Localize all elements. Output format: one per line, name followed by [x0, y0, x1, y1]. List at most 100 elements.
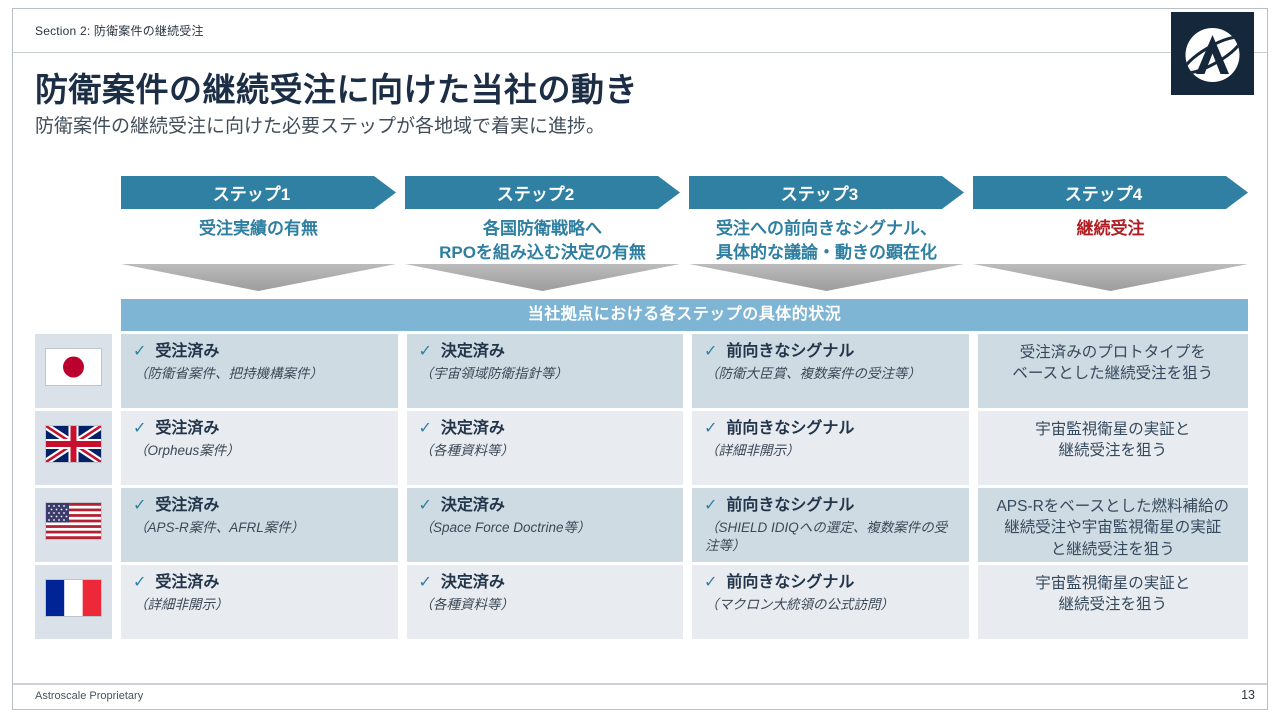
- down-arrows: [121, 264, 1248, 291]
- cell-japan-step2: ✓ 決定済み （宇宙領域防衛指針等）: [406, 334, 683, 408]
- cell-japan-summary: 受注済みのプロトタイプを ベースとした継続受注を狙う: [977, 334, 1248, 408]
- status-detail: （防衛省案件、把持機構案件）: [134, 366, 323, 382]
- check-icon: ✓: [133, 574, 147, 591]
- table-row-japan: ✓受注済み （防衛省案件、把持機構案件） ✓ 決定済み （宇宙領域防衛指針等） ✓…: [35, 334, 1248, 408]
- footer-proprietary-label: Astroscale Proprietary: [35, 690, 144, 702]
- check-icon: ✓: [418, 420, 432, 437]
- page-number: 13: [1241, 688, 1255, 702]
- status-detail: （詳細非開示）: [705, 443, 800, 459]
- slide: Section 2: 防衛案件の継続受注 防衛案件の継続受注に向けた当社の動き …: [12, 8, 1268, 710]
- summary-line: APS-Rをベースとした燃料補給の: [996, 498, 1230, 515]
- cell-france-step2: ✓ 決定済み （各種資料等）: [406, 565, 683, 639]
- status-label: 受注済み: [155, 574, 220, 591]
- cell-us-step1: ✓ 受注済み （APS-R案件、AFRL案件）: [121, 488, 398, 562]
- status-table-header: 当社拠点における各ステップの具体的状況: [121, 299, 1248, 331]
- check-icon: ✓: [418, 343, 432, 360]
- status-label: 受注済み: [155, 497, 220, 514]
- step-3-desc-line2: 具体的な議論・動きの顕在化: [716, 242, 937, 262]
- cell-uk-step3: ✓前向きなシグナル （詳細非開示）: [692, 411, 969, 485]
- status-detail: （宇宙領域防衛指針等）: [419, 366, 569, 382]
- status-detail: （防衛大臣賞、複数案件の受注等）: [705, 366, 921, 382]
- astroscale-logo-icon: [1171, 12, 1254, 95]
- step-2-desc-line1: 各国防衛戦略へ: [483, 219, 602, 238]
- status-detail: （各種資料等）: [419, 597, 515, 613]
- check-icon: ✓: [133, 343, 147, 360]
- check-icon: ✓: [133, 497, 147, 514]
- cell-us-summary: APS-Rをベースとした燃料補給の 継続受注や宇宙監視衛星の実証 と継続受注を狙…: [977, 488, 1248, 562]
- status-label: 受注済み: [155, 420, 220, 437]
- uk-flag-cell: [35, 411, 112, 485]
- check-icon: ✓: [704, 574, 718, 591]
- step-1-arrow: ステップ1: [121, 176, 396, 209]
- status-label: 前向きなシグナル: [726, 497, 855, 514]
- status-label: 決定済み: [440, 574, 505, 591]
- step-3-description: 受注への前向きなシグナル、 具体的な議論・動きの顕在化: [689, 217, 964, 265]
- footer-divider: [13, 683, 1267, 685]
- step-2-desc-line2: RPOを組み込む決定の有無: [439, 242, 646, 262]
- check-icon: ✓: [418, 497, 432, 514]
- step-3: ステップ3 受注への前向きなシグナル、 具体的な議論・動きの顕在化: [689, 176, 964, 265]
- astroscale-logo: [1171, 12, 1254, 95]
- step-1-description: 受注実績の有無: [121, 217, 396, 241]
- status-label: 決定済み: [440, 343, 505, 360]
- step-1: ステップ1 受注実績の有無: [121, 176, 396, 265]
- summary-line: 宇宙監視衛星の実証と: [1035, 575, 1191, 592]
- status-detail: （各種資料等）: [419, 443, 515, 459]
- table-row-us: ✓ 受注済み （APS-R案件、AFRL案件） ✓決定済み （Space Forc…: [35, 488, 1248, 562]
- status-table: ✓受注済み （防衛省案件、把持機構案件） ✓決定済み （宇宙領域防衛指針等） ✓…: [35, 334, 1248, 642]
- down-triangle-icon: [973, 264, 1248, 291]
- cell-uk-step1: ✓ 受注済み （Orpheus案件）: [121, 411, 398, 485]
- status-label: 前向きなシグナル: [726, 420, 855, 437]
- header-divider: [13, 52, 1267, 53]
- summary-line: 継続受注を狙う: [1058, 596, 1167, 614]
- page-subtitle: 防衛案件の継続受注に向けた必要ステップが各地域で着実に進捗。: [35, 116, 606, 137]
- us-flag-icon: [46, 503, 101, 539]
- summary-line: ベースとした継続受注を狙う: [1012, 365, 1214, 383]
- cell-japan-step1: ✓受注済み （防衛省案件、把持機構案件）: [121, 334, 398, 408]
- status-label: 前向きなシグナル: [726, 574, 855, 591]
- cell-uk-step2: ✓ 決定済み （各種資料等）: [406, 411, 683, 485]
- japan-flag-cell: [35, 334, 112, 408]
- summary-line: と継続受注を狙う: [1050, 540, 1175, 558]
- japan-flag-icon: [46, 349, 101, 385]
- status-detail: （APS-R案件、AFRL案件）: [134, 520, 305, 536]
- step-4: ステップ4 継続受注: [973, 176, 1248, 265]
- check-icon: ✓: [704, 343, 718, 360]
- us-flag-cell: [35, 488, 112, 562]
- down-triangle-icon: [121, 264, 396, 291]
- uk-flag-icon: [46, 426, 101, 462]
- summary-line: 宇宙監視衛星の実証と: [1035, 421, 1191, 438]
- cell-uk-summary: 宇宙監視衛星の実証と 継続受注を狙う: [977, 411, 1248, 485]
- down-triangle-icon: [689, 264, 964, 291]
- status-detail: （Orpheus案件）: [134, 443, 240, 459]
- down-triangle-icon: [405, 264, 680, 291]
- france-flag-icon: [46, 580, 101, 616]
- status-detail: （SHIELD IDIQへの選定、複数案件の受注等）: [705, 520, 948, 553]
- cell-japan-step3: ✓ 前向きなシグナル （防衛大臣賞、複数案件の受注等）: [692, 334, 969, 408]
- summary-line: 受注済みのプロトタイプを: [1019, 344, 1206, 361]
- step-4-desc-line1: 継続受注: [1076, 219, 1145, 238]
- step-3-desc-line1: 受注への前向きなシグナル、: [716, 219, 937, 238]
- table-row-france: ✓ 受注済み （詳細非開示） ✓ 決定済み （各種資料等） ✓ 前向きなシグナル （マ…: [35, 565, 1248, 639]
- status-detail: （マクロン大統領の公式訪問）: [705, 597, 894, 613]
- process-steps: ステップ1 受注実績の有無 ステップ2 各国防衛戦略へ RPOを組み込む決定の有…: [121, 176, 1248, 265]
- step-4-arrow: ステップ4: [973, 176, 1248, 209]
- step-2: ステップ2 各国防衛戦略へ RPOを組み込む決定の有無: [405, 176, 680, 265]
- page-title: 防衛案件の継続受注に向けた当社の動き: [35, 71, 638, 108]
- table-row-uk: ✓ 受注済み （Orpheus案件） ✓ 決定済み （各種資料等） ✓前向きなシグナ…: [35, 411, 1248, 485]
- check-icon: ✓: [418, 574, 432, 591]
- cell-us-step2: ✓決定済み （Space Force Doctrine等）: [406, 488, 683, 562]
- step-3-arrow: ステップ3: [689, 176, 964, 209]
- summary-line: 継続受注や宇宙監視衛星の実証: [1004, 519, 1222, 537]
- status-label: 前向きなシグナル: [726, 343, 855, 360]
- section-breadcrumb: Section 2: 防衛案件の継続受注: [35, 24, 204, 38]
- status-label: 決定済み: [440, 420, 505, 437]
- cell-france-step1: ✓ 受注済み （詳細非開示）: [121, 565, 398, 639]
- status-detail: （詳細非開示）: [134, 597, 229, 613]
- check-icon: ✓: [133, 420, 147, 437]
- step-4-description: 継続受注: [973, 217, 1248, 241]
- step-2-arrow: ステップ2: [405, 176, 680, 209]
- cell-france-step3: ✓ 前向きなシグナル （マクロン大統領の公式訪問）: [692, 565, 969, 639]
- status-detail: （Space Force Doctrine等）: [419, 520, 591, 536]
- cell-france-summary: 宇宙監視衛星の実証と 継続受注を狙う: [977, 565, 1248, 639]
